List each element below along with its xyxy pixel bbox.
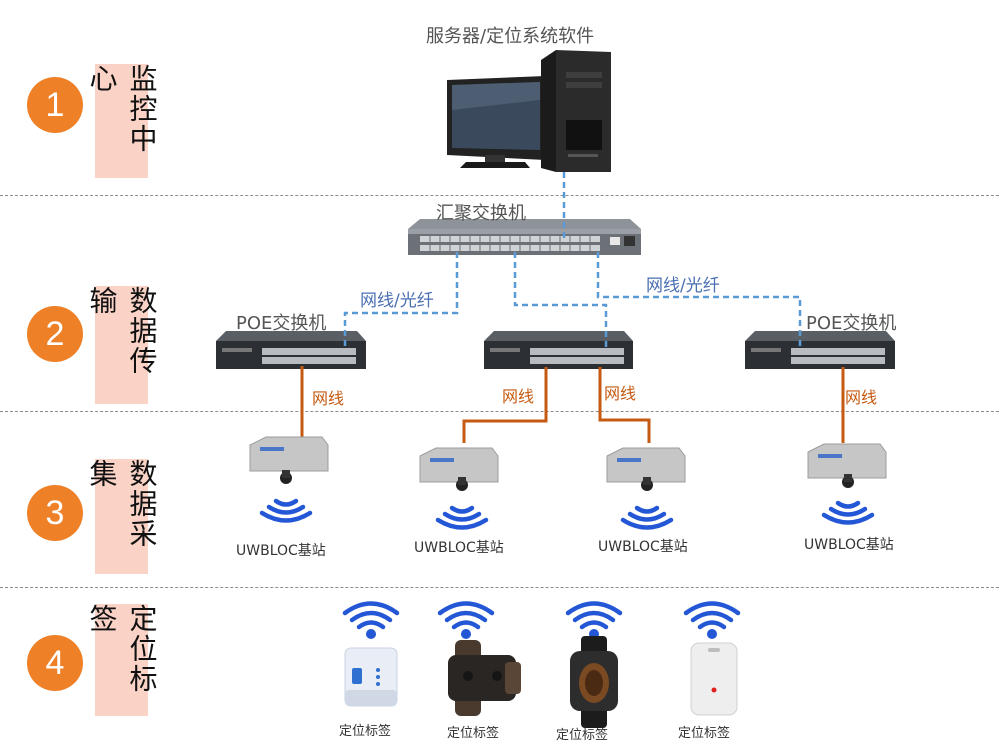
tag-watch-icon (570, 636, 618, 728)
poe-switch-left-icon (216, 331, 366, 369)
poe-switch-left-label: POE交换机 (236, 313, 327, 334)
base-station-3-icon (606, 447, 686, 491)
tier-divider-2 (0, 411, 999, 412)
base-station-3-label: UWBLOC基站 (598, 539, 688, 555)
base-station-4-label: UWBLOC基站 (804, 537, 894, 553)
tag-2-label: 定位标签 (447, 726, 500, 741)
cable-label-4: 网线 (845, 388, 878, 407)
tier-2-number: 2 (27, 306, 83, 362)
cable-label-2: 网线 (502, 387, 535, 406)
tag-1-label: 定位标签 (339, 724, 392, 739)
poe-switch-center-icon (484, 331, 633, 369)
tier-divider-3 (0, 587, 999, 588)
tier-4-number: 4 (27, 635, 83, 691)
core-switch-label: 汇聚交换机 (436, 203, 526, 224)
cable-label-1: 网线 (312, 389, 345, 408)
base-station-2-icon (419, 447, 499, 491)
poe-switch-right-icon (745, 331, 895, 369)
base-station-1-label: UWBLOC基站 (236, 543, 326, 559)
tag-wristband-icon (448, 640, 521, 716)
tag-card-icon (690, 642, 738, 716)
poe-switch-right-label: POE交换机 (806, 313, 897, 334)
tier-1-number: 1 (27, 77, 83, 133)
tier-3-number: 3 (27, 485, 83, 541)
base-station-2-label: UWBLOC基站 (414, 540, 504, 556)
tag-cube-icon (344, 647, 398, 707)
server-title: 服务器/定位系统软件 (426, 26, 595, 47)
base-station-1-icon (249, 436, 329, 484)
cable-label-3: 网线 (604, 384, 637, 403)
base-station-wifi-icons (259, 498, 875, 530)
tag-3-label: 定位标签 (556, 728, 609, 743)
fiber-label-left: 网线/光纤 (360, 291, 434, 311)
tag-4-label: 定位标签 (678, 726, 731, 741)
fiber-links (343, 172, 802, 350)
cable-links (300, 366, 845, 443)
core-switch-icon (408, 219, 641, 255)
base-station-4-icon (807, 443, 887, 488)
tier-divider-1 (0, 195, 999, 196)
fiber-label-right: 网线/光纤 (646, 276, 720, 296)
tag-wifi-icons (342, 601, 741, 639)
server-computer-icon (447, 50, 611, 172)
